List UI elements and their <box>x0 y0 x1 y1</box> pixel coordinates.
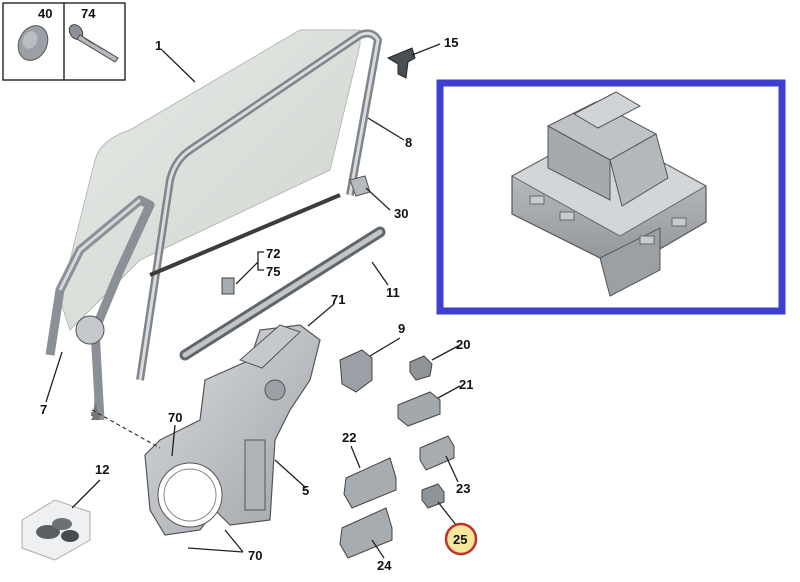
switch-22 <box>343 457 397 509</box>
glass-run-channel <box>136 29 382 381</box>
callout-71: 71 <box>331 292 345 307</box>
callout-15: 15 <box>444 35 458 50</box>
callout-72: 72 <box>266 246 280 261</box>
clip-15 <box>386 47 416 79</box>
dashed-guide <box>91 409 161 449</box>
callout-20: 20 <box>456 337 470 352</box>
window-regulator <box>144 324 321 536</box>
callout-75: 75 <box>266 264 280 279</box>
callout-7: 7 <box>40 402 47 417</box>
window-switch-icon <box>510 91 708 297</box>
callout-70-bottom: 70 <box>248 548 262 563</box>
seal-kit-12 <box>21 499 91 561</box>
callout-5: 5 <box>302 483 309 498</box>
rivet-icon <box>68 24 119 63</box>
callout-8: 8 <box>405 135 412 150</box>
callout-labels: 40 74 1 15 8 30 72 75 11 71 9 20 21 7 70… <box>38 6 473 573</box>
callout-30: 30 <box>394 206 408 221</box>
grommet-icon <box>17 25 49 61</box>
callout-23: 23 <box>456 481 470 496</box>
callout-25: 25 <box>453 532 467 547</box>
clip-72-75 <box>221 277 235 295</box>
callout-40: 40 <box>38 6 52 21</box>
callout-9: 9 <box>398 321 405 336</box>
callout-11: 11 <box>386 285 400 300</box>
callout-1: 1 <box>155 38 162 53</box>
bracket-9 <box>339 349 373 393</box>
callout-70-top: 70 <box>168 410 182 425</box>
highlight-ring-25 <box>444 522 478 556</box>
switch-23 <box>419 435 455 471</box>
callout-74: 74 <box>81 6 96 21</box>
callout-22: 22 <box>342 430 356 445</box>
clip-20 <box>409 355 433 381</box>
callout-24: 24 <box>377 558 392 573</box>
door-frame-seal <box>45 195 155 421</box>
callout-21: 21 <box>459 377 473 392</box>
callout-12: 12 <box>95 462 109 477</box>
switch-24 <box>339 507 393 559</box>
leader-lines <box>45 43 461 559</box>
lower-rail <box>179 226 386 361</box>
connector-21 <box>397 391 441 427</box>
window-glass <box>59 29 361 331</box>
